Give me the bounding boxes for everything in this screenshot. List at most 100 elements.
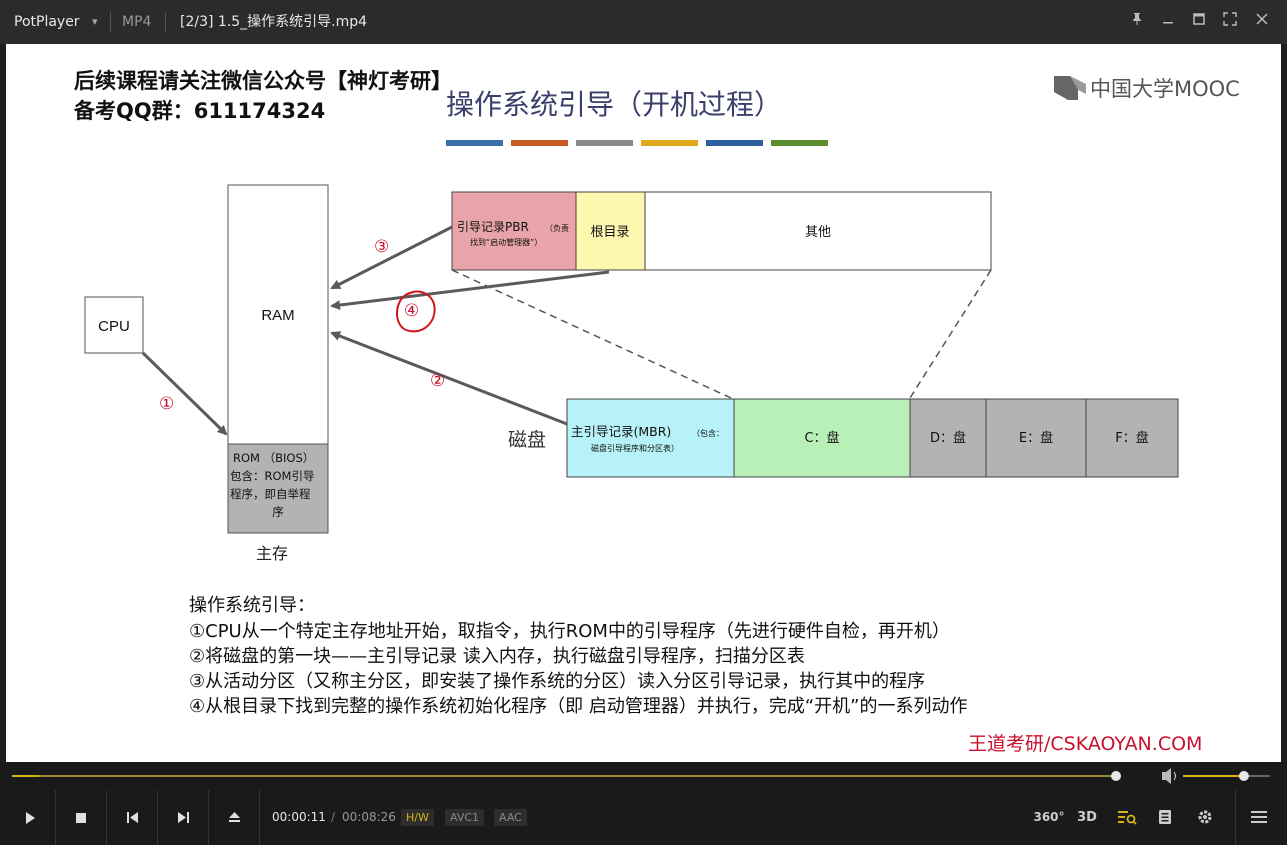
video-codec-badge[interactable]: AVC1 xyxy=(445,809,485,826)
zoom-dashed-line-left xyxy=(451,269,732,399)
f-drive-box xyxy=(1085,398,1179,478)
e-drive-label: E：盘 xyxy=(1019,430,1053,446)
hw-decoding-badge[interactable]: H/W xyxy=(401,809,434,826)
minimize-icon[interactable] xyxy=(1156,10,1180,34)
arrow-step-4 xyxy=(330,270,610,310)
stop-icon xyxy=(76,812,86,823)
desc-line-4: ④从根目录下找到完整的操作系统初始化程序（即 启动管理器）并执行，完成“开机”的… xyxy=(189,696,968,717)
arrow-step-2 xyxy=(330,331,568,426)
step-3-marker: ③ xyxy=(374,237,389,257)
play-icon xyxy=(26,811,35,824)
rom-label-4: 序 xyxy=(272,505,284,519)
watermark: 王道考研/CSKAOYAN.COM xyxy=(968,733,1202,755)
current-time[interactable]: 00:00:11 xyxy=(272,810,326,824)
arrow-step-1 xyxy=(141,351,228,436)
hamburger-menu-icon[interactable] xyxy=(1243,790,1275,845)
pbr-label-small-1: （负责 xyxy=(545,223,569,233)
rom-label-1: ROM （BIOS） xyxy=(233,451,314,465)
root-dir-label: 根目录 xyxy=(590,225,629,240)
skip-previous-icon xyxy=(126,812,138,823)
mooc-logo-text: 中国大学MOOC xyxy=(1090,77,1240,101)
volume-icon[interactable] xyxy=(1162,768,1177,784)
d-drive-box xyxy=(909,398,987,478)
previous-button[interactable] xyxy=(107,790,157,845)
pbr-label-small-2: 找到“启动管理器”） xyxy=(470,237,542,247)
disk-label: 磁盘 xyxy=(508,429,546,451)
desc-heading: 操作系统引导： xyxy=(189,595,315,616)
color-bar-segment xyxy=(771,140,828,146)
eject-button[interactable] xyxy=(209,790,259,845)
settings-gear-icon[interactable] xyxy=(1189,790,1221,845)
zoom-dashed-line-right xyxy=(909,269,992,399)
total-time: 00:08:26 xyxy=(342,810,396,824)
mbr-label-main: 主引导记录(MBR) xyxy=(571,424,671,439)
time-separator: / xyxy=(331,810,336,824)
color-bar-segment xyxy=(511,140,568,146)
pbr-label-main: 引导记录PBR xyxy=(457,220,529,234)
root-dir-box xyxy=(575,191,646,271)
divider xyxy=(55,790,56,845)
video-frame[interactable]: 后续课程请关注微信公众号【神灯考研】 备考QQ群：611174324 操作系统引… xyxy=(6,44,1281,762)
promo-line-2: 备考QQ群：611174324 xyxy=(73,99,325,123)
c-drive-label: C：盘 xyxy=(804,430,839,446)
divider xyxy=(165,12,166,32)
color-bar-segment xyxy=(706,140,763,146)
skip-next-icon xyxy=(177,812,189,823)
rom-box xyxy=(227,443,329,534)
playlist-search-icon[interactable] xyxy=(1111,790,1143,845)
rom-label-3: 程序，即自举程 xyxy=(230,487,311,501)
audio-codec-badge[interactable]: AAC xyxy=(494,809,527,826)
step-4-marker: ④ xyxy=(404,301,419,321)
ram-label: RAM xyxy=(261,307,294,324)
menu-doc-icon[interactable] xyxy=(1149,790,1181,845)
color-bar-segment xyxy=(641,140,698,146)
play-button[interactable] xyxy=(5,790,55,845)
c-drive-box xyxy=(733,398,911,478)
f-drive-label: F：盘 xyxy=(1115,430,1148,446)
main-memory-label: 主存 xyxy=(256,544,288,563)
desc-line-1: ①CPU从一个特定主存地址开始，取指令，执行ROM中的引导程序（先进行硬件自检，… xyxy=(189,621,950,642)
arrow-step-3 xyxy=(330,225,453,290)
promo-line-1: 后续课程请关注微信公众号【神灯考研】 xyxy=(74,69,452,93)
mbr-label-small-1: （包含： xyxy=(692,428,724,438)
close-icon[interactable] xyxy=(1250,10,1274,34)
ram-box xyxy=(227,184,329,445)
step-2-marker: ② xyxy=(430,371,445,391)
step-4-hand-circle xyxy=(395,290,436,333)
other-label: 其他 xyxy=(805,225,831,240)
title-bar: PotPlayer ▾ MP4 [2/3] 1.5_操作系统引导.mp4 xyxy=(0,0,1287,44)
fullscreen-icon[interactable] xyxy=(1218,10,1242,34)
stop-button[interactable] xyxy=(56,790,106,845)
mbr-label-small-2: 磁盘引导程序和分区表） xyxy=(591,443,679,453)
seek-bar-handle[interactable] xyxy=(1111,771,1121,781)
divider xyxy=(157,790,158,845)
mooc-logo: 中国大学MOOC xyxy=(1054,76,1240,101)
volume-slider-handle[interactable] xyxy=(1238,771,1249,781)
title-color-bar xyxy=(446,140,828,146)
divider xyxy=(1235,790,1236,845)
d-drive-label: D：盘 xyxy=(930,430,966,446)
e-drive-box xyxy=(985,398,1087,478)
pbr-box xyxy=(451,191,577,271)
pin-icon[interactable] xyxy=(1125,10,1149,34)
divider xyxy=(110,12,111,32)
maximize-icon[interactable] xyxy=(1187,10,1211,34)
cpu-label: CPU xyxy=(98,318,130,335)
eject-icon xyxy=(228,812,240,822)
next-button[interactable] xyxy=(158,790,208,845)
other-box xyxy=(644,191,992,271)
control-bar: 00:00:11 / 00:08:26 H/W AVC1 AAC 360° 3D xyxy=(0,790,1287,845)
slide-title: 操作系统引导（开机过程） xyxy=(446,88,782,121)
app-menu-button[interactable]: PotPlayer xyxy=(14,14,80,30)
desc-line-2: ②将磁盘的第一块——主引导记录 读入内存，执行磁盘引导程序，扫描分区表 xyxy=(189,646,805,667)
cpu-box xyxy=(84,296,144,354)
360-icon[interactable]: 360° xyxy=(1033,810,1065,824)
3d-icon[interactable]: 3D xyxy=(1077,810,1097,825)
rom-label-2: 包含：ROM引导 xyxy=(230,469,314,483)
format-label: MP4 xyxy=(122,14,152,30)
file-title: [2/3] 1.5_操作系统引导.mp4 xyxy=(180,14,368,30)
chevron-down-icon[interactable]: ▾ xyxy=(92,15,98,28)
divider xyxy=(106,790,107,845)
step-1-marker: ① xyxy=(159,394,174,414)
color-bar-segment xyxy=(446,140,503,146)
